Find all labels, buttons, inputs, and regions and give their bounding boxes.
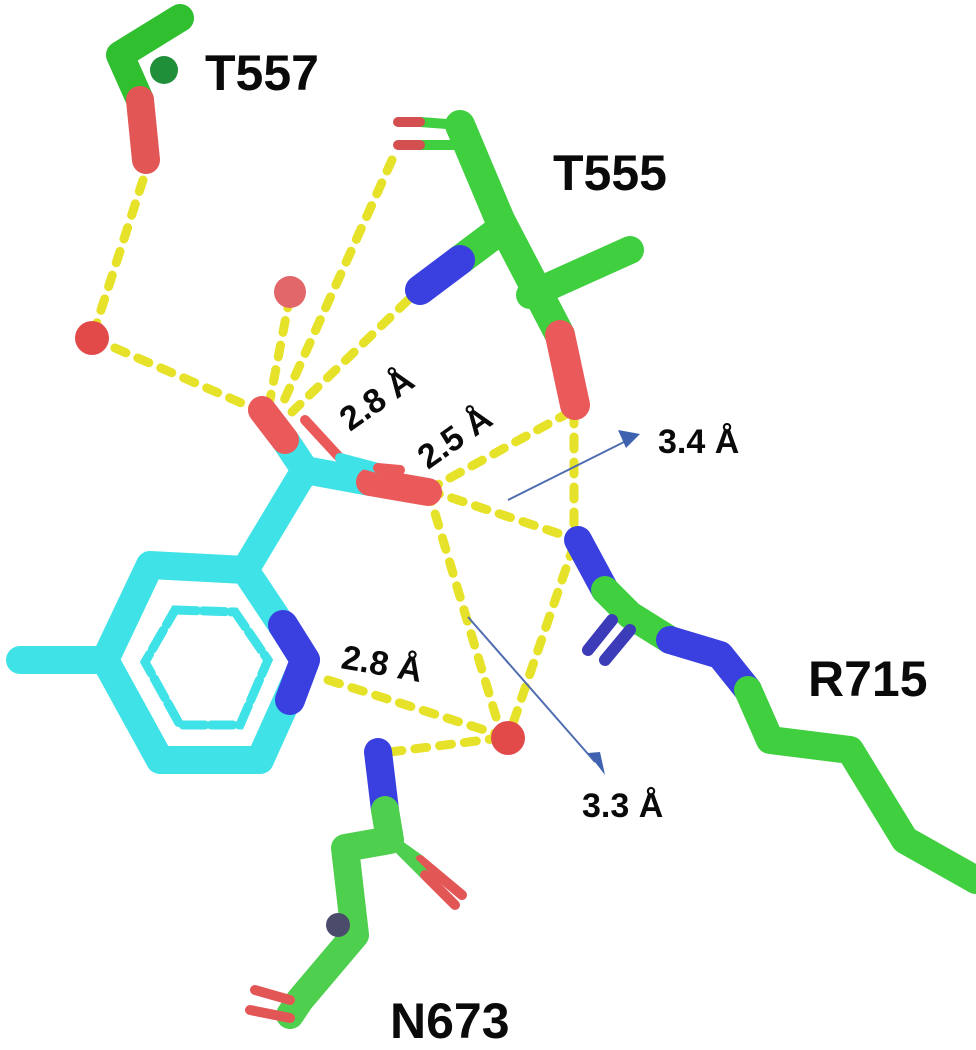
residue-r715-sticks [564,526,976,894]
distance-label-3-3: 3.3 Å [582,787,663,825]
residue-n673-sticks [245,738,467,1029]
water-3 [491,721,525,755]
distance-label-2-5: 2.5 Å [411,399,499,477]
residue-t557-sticks [106,4,194,174]
hydrogen-bonds [87,155,583,757]
label-t555: T555 [553,145,667,201]
residue-t555-sticks [393,110,644,420]
ligand-sticks [6,396,442,774]
distance-arrows [467,430,640,775]
water-2 [274,276,306,308]
label-r715: R715 [808,651,928,707]
label-t557: T557 [205,45,319,101]
water-molecules [75,276,525,755]
label-n673: N673 [390,993,510,1049]
water-1 [75,321,109,355]
distance-label-2-8-top: 2.8 Å [333,361,421,439]
distance-label-3-4: 3.4 Å [658,423,739,461]
distance-label-2-8-bottom: 2.8 Å [339,638,426,690]
